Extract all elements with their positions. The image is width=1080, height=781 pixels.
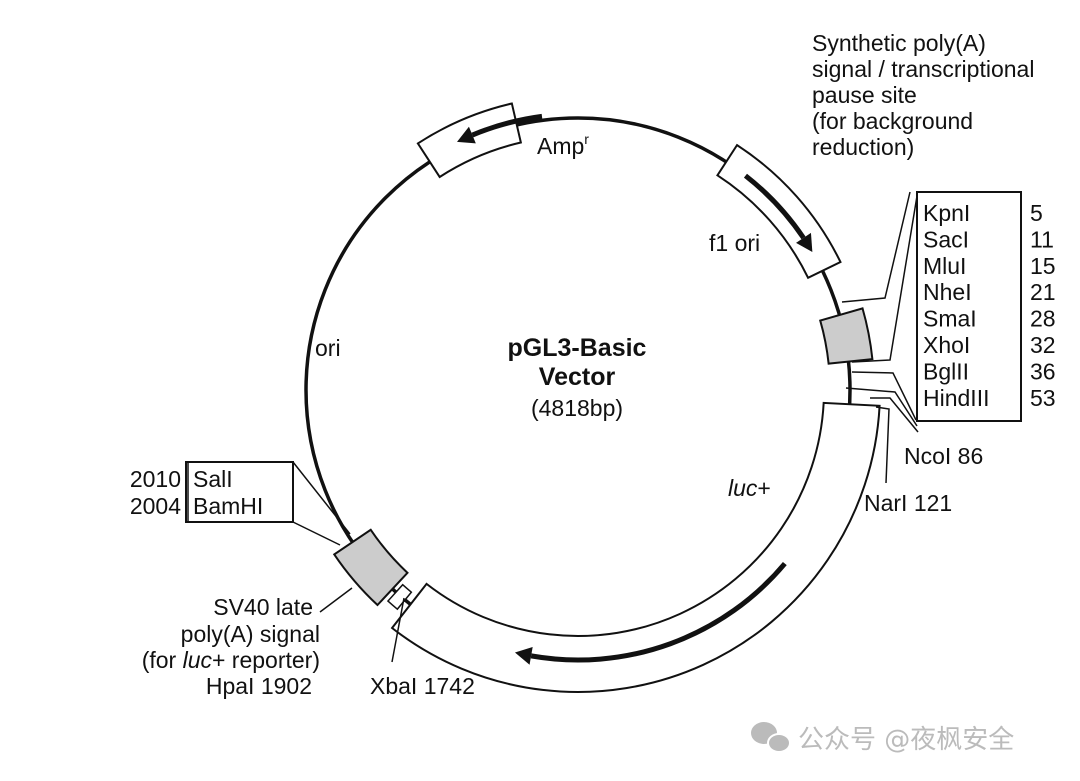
sali-pos: 2010 — [130, 466, 181, 492]
mcs-site-name: SmaI — [923, 306, 977, 332]
f1-ori-label: f1 ori — [709, 230, 760, 256]
mcs-site-name: NheI — [923, 279, 972, 305]
polya-note-line: reduction) — [812, 134, 914, 160]
mcs-site-position: 15 — [1030, 253, 1056, 279]
f1-ori-segment — [716, 143, 842, 280]
polya-spacer — [386, 583, 413, 611]
xbai-connector — [391, 597, 405, 663]
mcs-site-position: 53 — [1030, 385, 1056, 411]
nari-label: NarI 121 — [864, 490, 952, 516]
xbai-label: XbaI 1742 — [370, 673, 475, 699]
ori-label: ori — [315, 335, 341, 361]
mcs-site-position: 21 — [1030, 279, 1056, 305]
ncoi-label: NcoI 86 — [904, 443, 983, 469]
f1-direction-arrow-head — [796, 232, 813, 252]
polya-note-line: (for background — [812, 108, 973, 134]
mcs-site-name: XhoI — [923, 332, 970, 358]
luc-label: luc+ — [728, 475, 771, 501]
sv40-line2: poly(A) signal — [181, 621, 320, 647]
mcs-site-position: 11 — [1030, 226, 1054, 252]
mcs-site-name: KpnI — [923, 200, 970, 226]
sv40-line3: (for luc+ reporter) — [142, 647, 320, 673]
polya-note-line: pause site — [812, 82, 917, 108]
mcs-site-position: 28 — [1030, 306, 1056, 332]
sali-label: SalI — [193, 466, 233, 492]
vector-name: pGL3-Basic — [508, 334, 647, 362]
mcs-site-name: HindIII — [923, 385, 989, 411]
amp-direction-arrow — [471, 113, 543, 138]
amp-label: Ampr — [537, 131, 589, 159]
mcs-site-position: 36 — [1030, 358, 1056, 384]
hpai-label: HpaI 1902 — [206, 673, 312, 699]
mcs-site-name: SacI — [923, 226, 969, 252]
sv40-connector — [319, 587, 353, 613]
vector-name-2: Vector — [539, 363, 616, 391]
mcs-site-position: 5 — [1030, 200, 1043, 226]
mcs-site-position: 32 — [1030, 332, 1056, 358]
sali-bamhi-box — [185, 461, 294, 523]
polya-note-line: Synthetic poly(A) — [812, 30, 986, 56]
sv40-line1: SV40 late — [213, 594, 313, 620]
polya-note-line: signal / transcriptional — [812, 56, 1034, 82]
mcs-site-name: BglII — [923, 358, 969, 384]
watermark: 公众号 @夜枫安全 — [798, 725, 1014, 755]
mcs-site-name: MluI — [923, 253, 966, 279]
mcs-connector-lines — [841, 191, 919, 484]
bamhi-pos: 2004 — [130, 493, 181, 519]
amp-direction-arrow-head — [457, 126, 476, 144]
luc-segment — [390, 401, 881, 693]
mcs-segment — [819, 307, 874, 365]
sv40-polya-segment — [332, 528, 409, 607]
luc-direction-arrow-head — [514, 647, 533, 665]
mcs-box — [916, 191, 1022, 422]
wechat-icon — [751, 722, 791, 753]
f1-direction-arrow — [743, 173, 806, 240]
vector-size: (4818bp) — [531, 395, 623, 421]
bamhi-label: BamHI — [193, 493, 263, 519]
luc-direction-arrow — [530, 561, 787, 663]
